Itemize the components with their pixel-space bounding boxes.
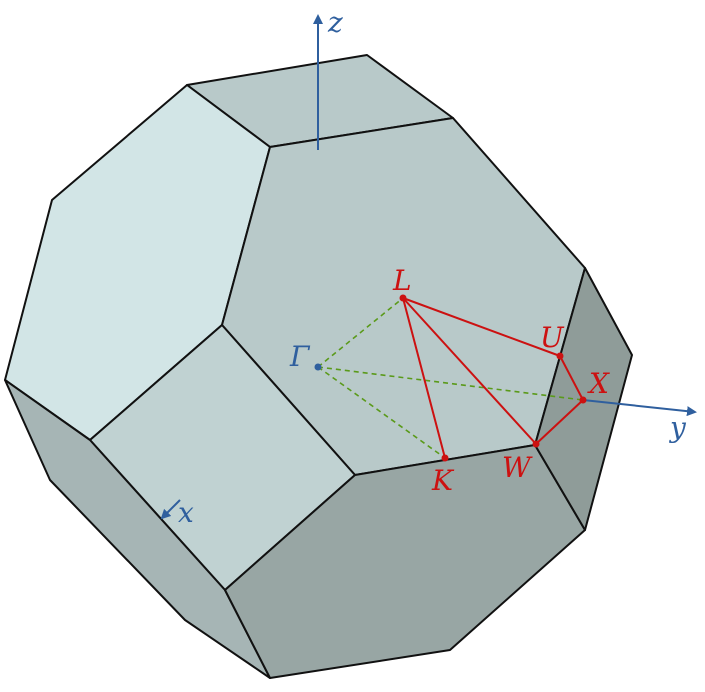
L-point [399,294,407,302]
path-U-X [559,355,584,401]
x-axis-label: x [178,496,194,529]
gamma-to-L [317,297,404,368]
guide-lines [317,297,584,459]
W-point [532,440,540,448]
gamma-point [314,363,322,371]
path-L-U [402,297,561,357]
y-axis [582,399,697,417]
z-axis-label: z [327,6,343,39]
y-axis-label: y [668,411,687,444]
W-label: W [502,451,533,484]
X-point [579,396,587,404]
gamma-to-K [317,366,446,459]
K-point [441,454,449,462]
U-label: U [540,321,565,354]
visible-axes [160,14,697,520]
path-L-K [402,297,446,459]
K-label: K [431,464,455,497]
path-X-W [535,399,584,445]
gamma-label: Γ [289,340,311,373]
L-label: L [392,264,412,297]
x-axis [160,499,181,520]
X-label: X [587,367,610,400]
symmetry-points [314,294,587,462]
path-L-W [402,297,537,445]
high-symmetry-path [402,297,584,459]
U-point [556,352,564,360]
labels: z y x Γ L U X W K [178,6,687,529]
